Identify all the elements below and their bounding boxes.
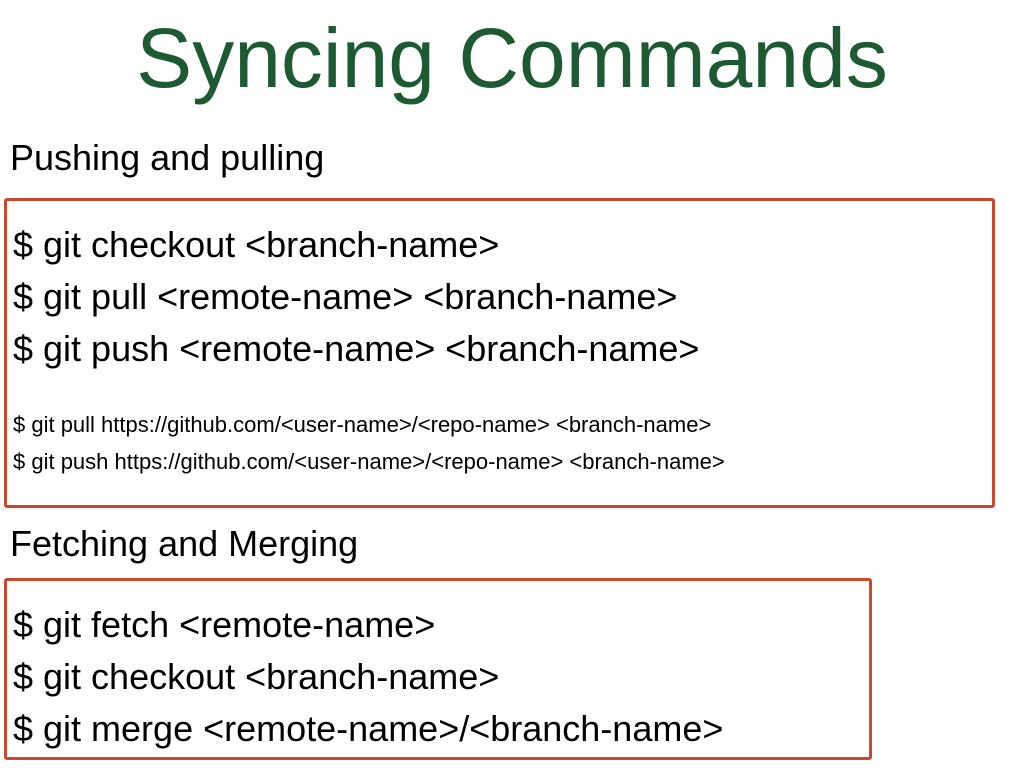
command-box-fetch-merge: $ git fetch <remote-name> $ git checkout… bbox=[4, 578, 872, 760]
command-line-checkout-2: $ git checkout <branch-name> bbox=[13, 656, 500, 697]
command-line-push-url: $ git push https://github.com/<user-name… bbox=[13, 449, 725, 474]
section-heading-fetch-merge: Fetching and Merging bbox=[10, 523, 359, 564]
command-line-pull: $ git pull <remote-name> <branch-name> bbox=[13, 276, 678, 317]
command-line-checkout: $ git checkout <branch-name> bbox=[13, 224, 500, 265]
command-line-pull-url: $ git pull https://github.com/<user-name… bbox=[13, 412, 712, 437]
command-line-merge: $ git merge <remote-name>/<branch-name> bbox=[13, 708, 724, 749]
command-box-push-pull: $ git checkout <branch-name> $ git pull … bbox=[4, 198, 995, 508]
command-line-fetch: $ git fetch <remote-name> bbox=[13, 604, 436, 645]
command-line-push: $ git push <remote-name> <branch-name> bbox=[13, 328, 700, 369]
slide-title: Syncing Commands bbox=[136, 11, 888, 105]
section-heading-push-pull: Pushing and pulling bbox=[10, 137, 325, 178]
